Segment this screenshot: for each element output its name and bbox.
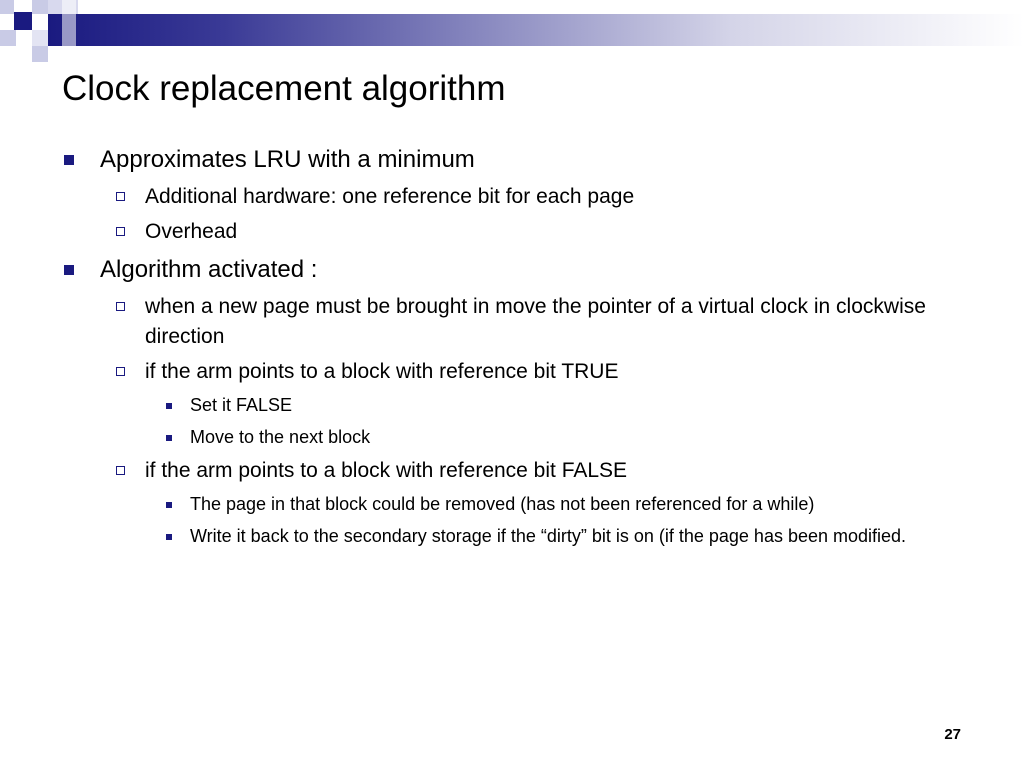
bullet-level-1: Approximates LRU with a minimum — [62, 143, 967, 177]
bullet-level-2: if the arm points to a block with refere… — [110, 357, 967, 387]
bullet-text: if the arm points to a block with refere… — [145, 459, 628, 482]
bullet-level-3: Set it FALSE — [162, 392, 967, 419]
bullet-level-2: Overhead — [110, 217, 967, 247]
small-filled-square-bullet-icon — [166, 435, 172, 441]
bullet-text: Write it back to the secondary storage i… — [190, 526, 907, 546]
bullet-text: Overhead — [145, 220, 238, 243]
bullet-level-2: if the arm points to a block with refere… — [110, 456, 967, 486]
decorative-square — [32, 0, 48, 14]
hollow-square-bullet-icon — [116, 192, 125, 201]
bullet-text: Move to the next block — [190, 427, 371, 447]
hollow-square-bullet-icon — [116, 302, 125, 311]
header-gradient-band — [48, 14, 1024, 46]
hollow-square-bullet-icon — [116, 227, 125, 236]
decorative-square — [32, 46, 48, 62]
bullet-text: Algorithm activated : — [100, 256, 318, 283]
bullet-level-3: Write it back to the secondary storage i… — [162, 523, 967, 550]
page-number: 27 — [944, 726, 961, 743]
bullet-text: if the arm points to a block with refere… — [145, 360, 619, 383]
bullet-level-2: Additional hardware: one reference bit f… — [110, 182, 967, 212]
bullet-level-2: when a new page must be brought in move … — [110, 292, 967, 352]
decorative-square — [62, 0, 76, 46]
bullet-text: Set it FALSE — [190, 395, 293, 415]
bullet-text: when a new page must be brought in move … — [145, 295, 926, 348]
decorative-square — [32, 30, 48, 46]
decorative-square — [0, 0, 14, 14]
decorative-square — [0, 30, 16, 46]
small-filled-square-bullet-icon — [166, 403, 172, 409]
filled-square-bullet-icon — [64, 155, 74, 165]
slide-title: Clock replacement algorithm — [62, 69, 506, 108]
small-filled-square-bullet-icon — [166, 534, 172, 540]
bullet-text: Approximates LRU with a minimum — [100, 146, 475, 173]
bullet-level-1: Algorithm activated : — [62, 253, 967, 287]
slide-body: Approximates LRU with a minimum Addition… — [62, 143, 967, 550]
small-filled-square-bullet-icon — [166, 502, 172, 508]
hollow-square-bullet-icon — [116, 466, 125, 475]
bullet-level-3: Move to the next block — [162, 424, 967, 451]
filled-square-bullet-icon — [64, 265, 74, 275]
decorative-square — [14, 12, 32, 30]
bullet-text: The page in that block could be removed … — [190, 494, 815, 514]
bullet-text: Additional hardware: one reference bit f… — [145, 185, 635, 208]
hollow-square-bullet-icon — [116, 367, 125, 376]
bullet-level-3: The page in that block could be removed … — [162, 491, 967, 518]
